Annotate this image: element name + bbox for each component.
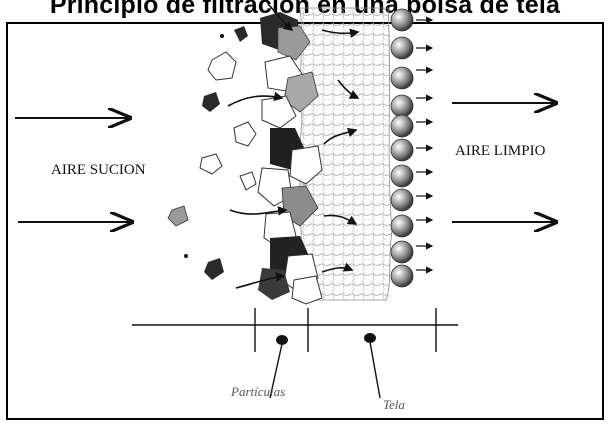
sphere [391, 37, 413, 59]
sphere [391, 9, 413, 31]
label-outlet-air: AIRE LIMPIO [455, 143, 545, 160]
sphere [391, 139, 413, 161]
sphere [391, 215, 413, 237]
label-inlet-air: AIRE SUCION [51, 162, 146, 179]
outlet-arrows [452, 103, 556, 222]
free-particles [168, 26, 256, 280]
sphere [391, 241, 413, 263]
callout-baseline [132, 308, 458, 352]
label-fabric: Tela [383, 397, 405, 413]
support-spheres [391, 9, 413, 287]
sphere [391, 265, 413, 287]
label-particles: Partículas [231, 384, 285, 400]
callout-fabric [364, 333, 380, 398]
exit-ticks [416, 20, 432, 270]
sphere [391, 67, 413, 89]
sphere [391, 165, 413, 187]
sphere [391, 189, 413, 211]
sphere [391, 115, 413, 137]
sphere [391, 95, 413, 117]
